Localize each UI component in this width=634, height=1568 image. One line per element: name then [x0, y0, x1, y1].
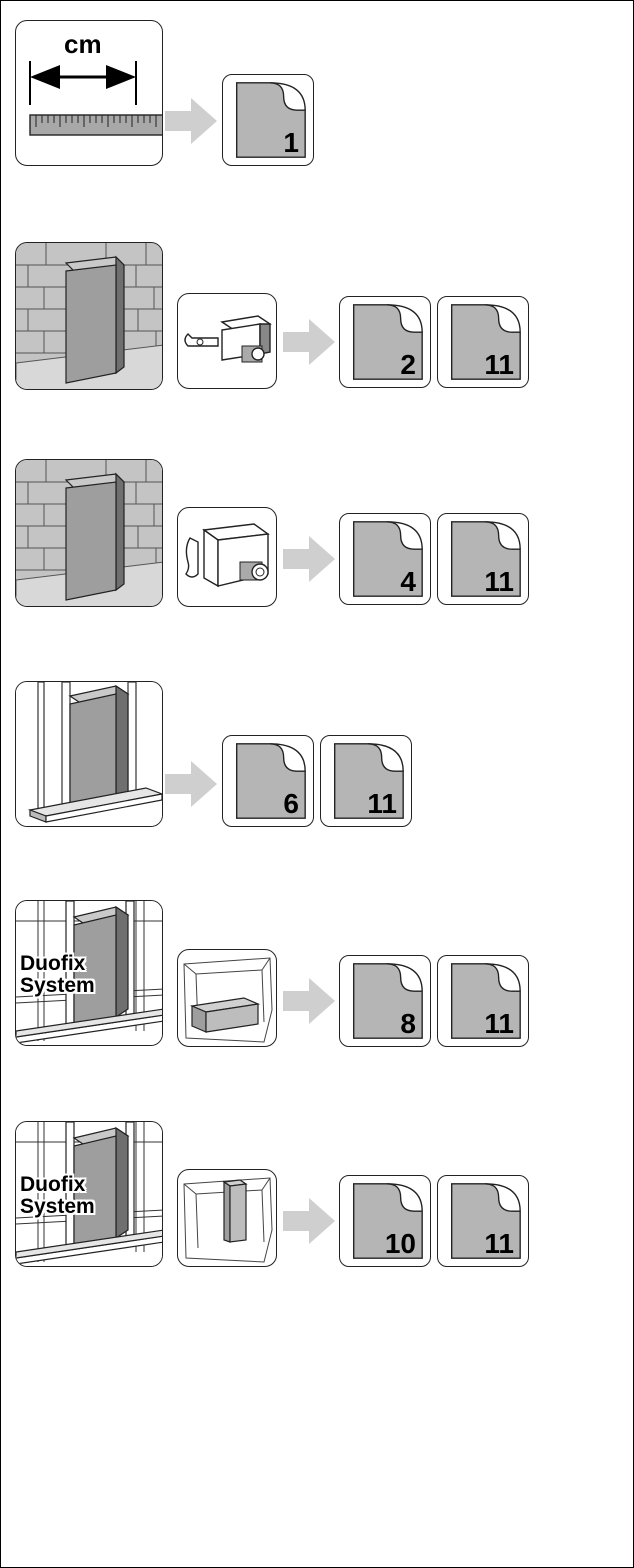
tape-measure-icon: [29, 61, 162, 136]
page-number: 11: [367, 788, 397, 819]
page-corner-icon: [353, 1183, 423, 1259]
vertical-box-panel: [177, 1169, 277, 1267]
page-number: 6: [283, 788, 299, 819]
page-reference-8[interactable]: 8: [339, 955, 431, 1047]
arrow-right-icon: [283, 536, 335, 582]
duofix-frame-icon: [16, 1122, 162, 1266]
page-number: 11: [484, 1228, 514, 1259]
brick-wall-icon: [16, 460, 162, 606]
stud-wall-icon: [16, 682, 162, 826]
page-reference-11[interactable]: 11: [437, 1175, 529, 1267]
arrow-right-icon: [165, 761, 217, 807]
bracket-panel: [177, 293, 277, 389]
arrow-right-icon: [283, 319, 335, 365]
duofix-panel: Duofix System: [15, 1121, 163, 1267]
page-corner-icon: [451, 304, 521, 380]
page-reference-4[interactable]: 4: [339, 513, 431, 605]
duofix-system-label: Duofix System: [20, 1173, 95, 1218]
duofix-system-label: Duofix System: [20, 952, 95, 997]
page-corner-icon: [353, 304, 423, 380]
duofix-frame-icon: [16, 901, 162, 1045]
page-number: 11: [484, 349, 514, 380]
page-number: 2: [400, 349, 416, 380]
tape-measure-panel: cm: [15, 20, 163, 166]
page-corner-icon: [236, 743, 306, 819]
unit-label: cm: [64, 29, 102, 59]
horizontal-box-panel: [177, 949, 277, 1047]
wall-clamp-icon: [185, 523, 270, 588]
page-number: 1: [283, 127, 299, 158]
arrow-right-icon: [283, 1198, 335, 1244]
page-number: 10: [384, 1228, 416, 1259]
arrow-right-icon: [283, 978, 335, 1024]
page-reference-11[interactable]: 11: [437, 296, 529, 388]
page-corner-icon: [236, 82, 306, 158]
page-corner-icon: [451, 963, 521, 1039]
arrow-right-icon: [165, 98, 217, 144]
page-corner-icon: [353, 963, 423, 1039]
page-reference-6[interactable]: 6: [222, 735, 314, 827]
page-number: 11: [484, 1008, 514, 1039]
vertical-cistern-icon: [183, 1177, 273, 1263]
page-reference-1[interactable]: 1: [222, 74, 314, 166]
page-number: 8: [400, 1008, 416, 1039]
page-reference-11[interactable]: 11: [437, 513, 529, 605]
brick-wall-panel: [15, 242, 163, 390]
page-corner-icon: [451, 1183, 521, 1259]
page-number: 11: [484, 566, 514, 597]
page-corner-icon: [334, 743, 404, 819]
duofix-panel: Duofix System: [15, 900, 163, 1046]
clamp-panel: [177, 507, 277, 607]
page-reference-10[interactable]: 10: [339, 1175, 431, 1267]
page-corner-icon: [353, 521, 423, 597]
brick-wall-icon: [16, 243, 162, 389]
horizontal-cistern-icon: [183, 957, 273, 1043]
brick-wall-panel: [15, 459, 163, 607]
page-reference-11[interactable]: 11: [320, 735, 412, 827]
page-reference-11[interactable]: 11: [437, 955, 529, 1047]
page-corner-icon: [451, 521, 521, 597]
page-number: 4: [400, 566, 416, 597]
page-reference-2[interactable]: 2: [339, 296, 431, 388]
stud-wall-panel: [15, 681, 163, 827]
mounting-bracket-icon: [184, 315, 272, 363]
